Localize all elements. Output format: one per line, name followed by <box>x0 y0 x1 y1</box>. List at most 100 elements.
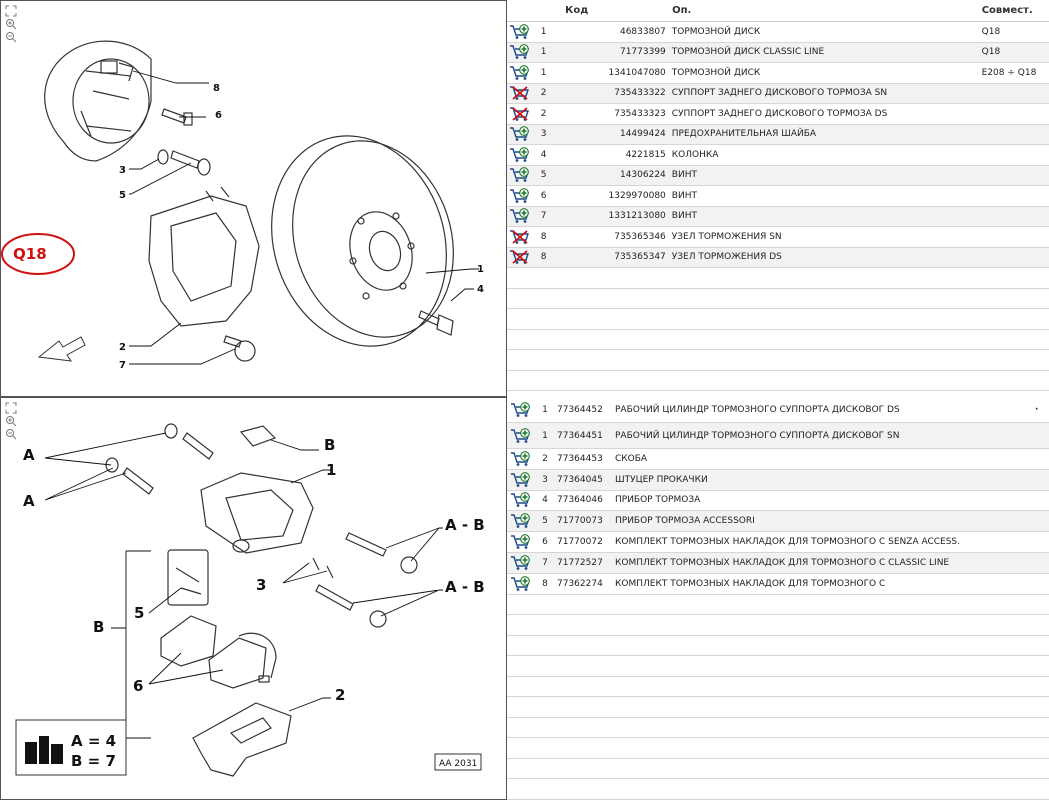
cart-add-icon[interactable] <box>509 65 531 81</box>
part-description: ВИНТ <box>671 190 697 201</box>
part-qty: 7 <box>540 211 547 222</box>
cart-add-icon[interactable] <box>510 513 532 529</box>
part-code: 1341047080 <box>608 67 666 78</box>
cart-cell <box>507 576 535 592</box>
diagram-code-box <box>434 753 482 771</box>
part-code: 14499424 <box>619 129 666 140</box>
callout-label[interactable]: A - B <box>445 516 485 534</box>
cart-add-icon[interactable] <box>509 44 531 60</box>
part-code: 735365347 <box>614 252 666 263</box>
callout-leaders <box>44 432 443 739</box>
part-code: 71770073 <box>557 516 603 527</box>
callout-label[interactable]: B <box>324 436 335 454</box>
part-compat: Q18 <box>981 26 1001 37</box>
callout-label[interactable]: 3 <box>119 165 126 176</box>
part-code: 71772527 <box>557 557 603 568</box>
callout-label[interactable]: A <box>23 492 35 510</box>
legend-b: B = 7 <box>71 752 116 770</box>
callout-label[interactable]: A - B <box>445 578 485 596</box>
callout-label[interactable]: 7 <box>119 360 126 371</box>
callout-label[interactable]: 8 <box>213 83 220 94</box>
col-compat-header[interactable]: Совмест. <box>981 5 1033 16</box>
callout-label[interactable]: 1 <box>477 264 484 275</box>
row-mark: · <box>1035 404 1039 415</box>
callout-label[interactable]: 2 <box>119 342 126 353</box>
part-qty: 4 <box>540 149 547 160</box>
cart-cell <box>507 24 534 40</box>
empty-row <box>507 656 1049 677</box>
callout-label[interactable]: 6 <box>215 110 222 121</box>
cart-add-icon[interactable] <box>510 492 532 508</box>
cart-unavailable-icon[interactable] <box>509 249 531 265</box>
cart-add-icon[interactable] <box>510 428 532 444</box>
cart-add-icon[interactable] <box>510 555 532 571</box>
callout-label[interactable]: 1 <box>326 461 336 479</box>
table-row[interactable]: 1 77364451 РАБОЧИЙ ЦИЛИНДР ТОРМОЗНОГО СУПП… <box>507 423 1049 449</box>
bolt-7-drawing <box>223 335 256 362</box>
callout-leaders <box>129 70 479 365</box>
cart-add-icon[interactable] <box>510 402 532 418</box>
part-code: 71770072 <box>557 537 603 548</box>
callout-label[interactable]: 6 <box>133 677 143 695</box>
cart-unavailable-icon[interactable] <box>509 85 531 101</box>
part-description: СУППОРТ ЗАДНЕГО ДИСКОВОГО ТОРМОЗА SN <box>671 88 888 99</box>
part-qty: 1 <box>542 430 548 441</box>
cart-cell <box>507 188 534 204</box>
cart-add-icon[interactable] <box>509 167 531 183</box>
diagram-panel-top[interactable]: 8 6 3 5 2 7 1 4 Q18 <box>0 0 507 397</box>
cart-add-icon[interactable] <box>509 147 531 163</box>
callout-label[interactable]: 4 <box>477 284 484 295</box>
cart-add-icon[interactable] <box>509 24 531 40</box>
cart-add-icon[interactable] <box>510 451 532 467</box>
callout-label[interactable]: 5 <box>134 604 144 622</box>
col-desc-header[interactable]: Оп. <box>672 5 692 16</box>
part-qty: 6 <box>542 537 548 548</box>
model-marker-ellipse <box>1 233 75 275</box>
cart-add-icon[interactable] <box>509 208 531 224</box>
part-description: ШТУЦЕР ПРОКАЧКИ <box>615 474 708 485</box>
diagram-panel-bottom[interactable]: A A B 1 A - B 3 A - B 5 B 6 2 A = 4 B = … <box>0 397 507 800</box>
cart-add-icon[interactable] <box>510 472 532 488</box>
cart-unavailable-icon[interactable] <box>509 229 531 245</box>
callout-label[interactable]: A <box>23 446 35 464</box>
col-code-header[interactable]: Код <box>565 5 589 16</box>
cart-unavailable-icon[interactable] <box>509 106 531 122</box>
callout-label[interactable]: B <box>93 618 104 636</box>
cart-add-icon[interactable] <box>509 188 531 204</box>
part-description: СКОБА <box>615 453 648 464</box>
callout-label[interactable]: 3 <box>256 576 266 594</box>
empty-row <box>507 268 1049 289</box>
cart-add-icon[interactable] <box>510 576 532 592</box>
callout-label[interactable]: 5 <box>119 190 126 201</box>
cart-cell <box>507 513 535 529</box>
bolt-5-drawing <box>170 150 211 176</box>
cart-add-icon[interactable] <box>509 126 531 142</box>
caliper-parts-drawing <box>105 423 418 777</box>
part-description: РАБОЧИЙ ЦИЛИНДР ТОРМОЗНОГО СУППОРТА ДИСК… <box>615 430 900 441</box>
part-code: 77364451 <box>557 430 603 441</box>
callout-label[interactable]: 2 <box>335 686 345 704</box>
part-description: УЗЕЛ ТОРМОЖЕНИЯ DS <box>671 252 782 263</box>
cart-cell <box>507 126 534 142</box>
cart-add-icon[interactable] <box>510 534 532 550</box>
